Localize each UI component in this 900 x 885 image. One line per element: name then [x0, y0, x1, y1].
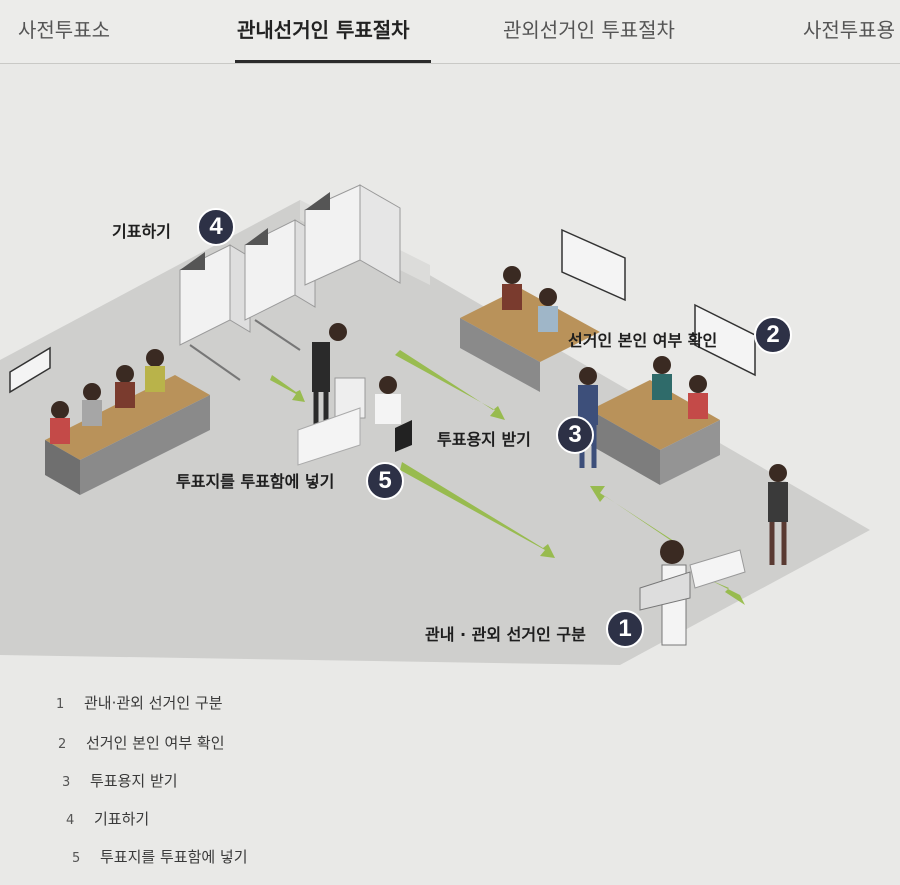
tab-early-ballot[interactable]: 사전투표용 [803, 18, 895, 42]
step-4-badge: 4 [197, 208, 235, 246]
step-5-badge: 5 [366, 462, 404, 500]
tab-local-voter-procedure[interactable]: 관내선거인 투표절차 [237, 18, 410, 42]
observer-sign [9, 346, 51, 394]
step-3-badge: 3 [556, 416, 594, 454]
step-1-badge: 1 [606, 610, 644, 648]
polling-station-drawing [0, 184, 870, 665]
step-1-label: 관내 · 관외 선거인 구분 [425, 625, 586, 644]
verification-tables [460, 266, 720, 485]
ballot-box-area [297, 323, 412, 466]
entrance-area [639, 464, 788, 646]
step-2-label: 선거인 본인 여부 확인 [568, 331, 718, 350]
counter-sign [694, 303, 756, 377]
step-3-label: 투표용지 받기 [437, 430, 531, 449]
voting-procedure-illustration: 기표하기 4 선거인 본인 여부 확인 2 투표용지 받기 3 투표지를 투표함… [0, 110, 900, 665]
tab-divider [0, 63, 900, 64]
step-4-label: 기표하기 [112, 222, 171, 241]
tab-bar: 사전투표소 관내선거인 투표절차 관외선거인 투표절차 사전투표용 [0, 0, 900, 64]
active-tab-indicator [235, 60, 431, 63]
step-2-badge: 2 [754, 316, 792, 354]
tab-early-voting-place[interactable]: 사전투표소 [18, 18, 110, 42]
voting-booths [179, 184, 401, 381]
tab-outside-voter-procedure[interactable]: 관외선거인 투표절차 [503, 18, 675, 42]
step-5-label: 투표지를 투표함에 넣기 [176, 472, 335, 491]
station-sign [561, 228, 626, 302]
path-arrows [270, 350, 745, 605]
observer-table [45, 349, 210, 495]
